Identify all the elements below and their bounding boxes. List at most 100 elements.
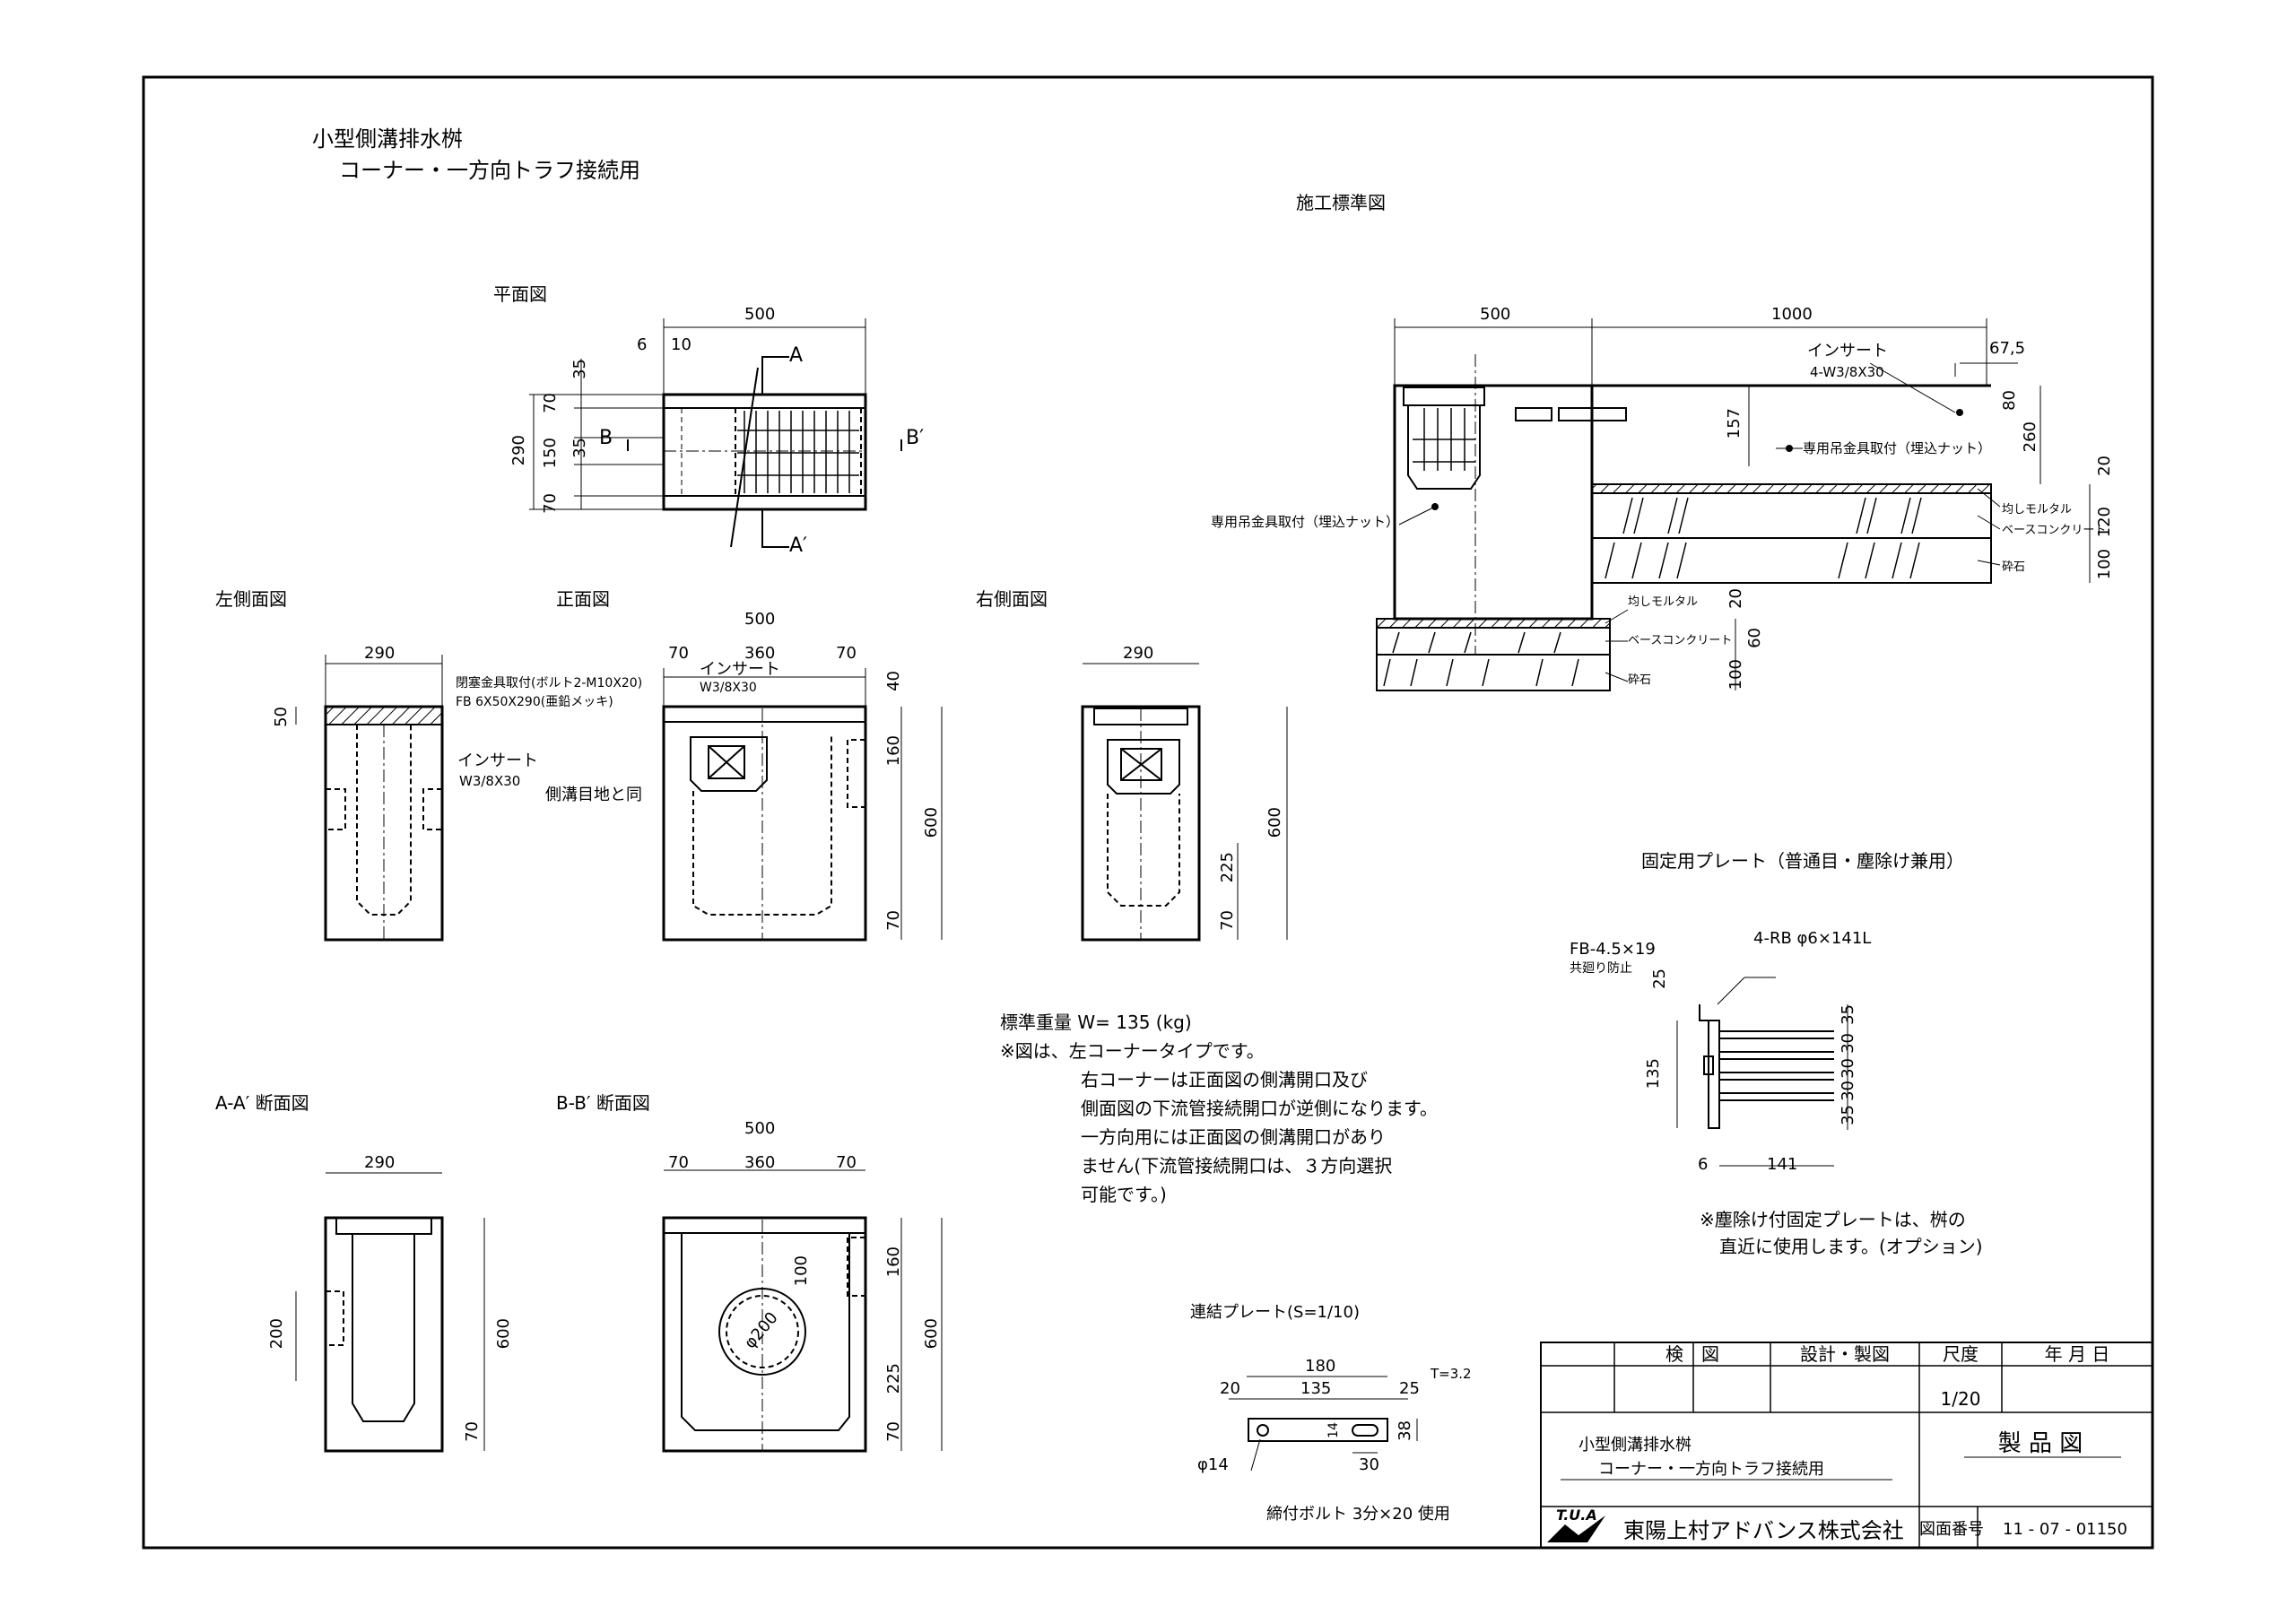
con-insert-spec: 4-W3/8X30 [1810, 364, 1884, 380]
note-insert-spec: W3/8X30 [459, 773, 521, 789]
cp-dim-135: 135 [1300, 1379, 1332, 1398]
bb-dim-70a: 70 [668, 1153, 689, 1172]
cp-dim-180: 180 [1305, 1357, 1336, 1376]
con-dim-157: 157 [1725, 408, 1744, 439]
left-side-view-drawing [295, 655, 444, 942]
fp-dim-135: 135 [1644, 1058, 1663, 1090]
construction-view-drawing [1376, 318, 2091, 691]
note-line3: 側面図の下流管接続開口が逆側になります。 [1081, 1098, 1438, 1119]
cp-thickness: T=3.2 [1431, 1366, 1472, 1382]
fp-dim-25: 25 [1650, 968, 1669, 989]
con-lift-nut-left: 専用吊金具取付（埋込ナット） [1211, 514, 1400, 530]
plan-dim-10: 10 [671, 335, 691, 354]
note-line5: ません(下流管接続開口は、３方向選択 [1081, 1155, 1393, 1177]
front-dim-360: 360 [744, 644, 776, 663]
tb-design: 設計・製図 [1800, 1343, 1890, 1365]
company-logo-mark [1547, 1515, 1605, 1542]
fp-note2: 直近に使用します。(オプション) [1719, 1236, 1983, 1257]
cut-label-b2: B′ [906, 427, 925, 449]
bb-dim-width: 500 [744, 1119, 776, 1138]
drawing-title-line2: コーナー・一方向トラフ接続用 [339, 158, 640, 183]
con-dim-67-5: 67,5 [1989, 339, 2026, 358]
aa-dim-70: 70 [463, 1421, 482, 1442]
front-dim-70a: 70 [668, 644, 689, 663]
tb-scale-label: 尺度 [1943, 1343, 1979, 1365]
note-line1: ※図は、左コーナータイプです。 [1000, 1040, 1265, 1062]
fp-note1: ※塵除け付固定プレートは、桝の [1700, 1209, 1966, 1230]
note-line4: 一方向用には正面図の側溝開口があり [1081, 1126, 1386, 1148]
con-mortar-a: 均しモルタル [2002, 503, 2073, 517]
bb-dim-70c: 70 [884, 1421, 903, 1442]
note-line6: 可能です。) [1081, 1184, 1167, 1205]
cp-dim-20: 20 [1220, 1379, 1240, 1398]
plan-dim-35b: 35 [570, 438, 589, 458]
cp-dim-25: 25 [1399, 1379, 1420, 1398]
plan-dim-depth: 290 [509, 435, 528, 466]
con-mortar-b: 均しモルタル [1628, 595, 1699, 609]
right-dim-height: 600 [1265, 807, 1284, 838]
connecting-plate-drawing [1229, 1376, 1418, 1472]
left-side-view-label: 左側面図 [215, 588, 287, 610]
fp-dim-35a: 35 [1839, 1004, 1857, 1025]
right-dim-width: 290 [1123, 644, 1154, 663]
tb-scale: 1/20 [1940, 1388, 1981, 1410]
tb-date-label: 年 月 日 [2044, 1343, 2110, 1365]
plan-dim-35a: 35 [570, 359, 589, 379]
con-dim-100a: 100 [2095, 549, 2114, 580]
front-dim-height: 600 [922, 807, 941, 838]
front-dim-70b: 70 [836, 644, 857, 663]
bb-dim-70b: 70 [836, 1153, 857, 1172]
bb-dim-100: 100 [792, 1255, 811, 1287]
front-insert-spec: W3/8X30 [700, 681, 757, 695]
aa-dim-width: 290 [364, 1153, 396, 1172]
fp-dim-30c: 30 [1839, 1081, 1857, 1101]
fixing-plate-label: 固定用プレート（普通目・塵除け兼用） [1641, 850, 1964, 872]
tb-name1: 小型側溝排水桝 [1578, 1436, 1692, 1455]
fp-dim-6: 6 [1698, 1155, 1709, 1174]
fp-dim-30a: 30 [1839, 1033, 1857, 1054]
tb-company: 東陽上村アドバンス株式会社 [1623, 1518, 1904, 1543]
left-dim-width: 290 [364, 644, 396, 663]
con-dim-500: 500 [1480, 305, 1511, 324]
right-dim-225: 225 [1218, 852, 1237, 883]
plan-dim-width: 500 [744, 305, 776, 324]
front-view-drawing [662, 668, 943, 942]
bb-dim-360: 360 [744, 1153, 776, 1172]
con-gravel-a: 砕石 [2002, 560, 2026, 574]
left-dim-50: 50 [272, 707, 291, 727]
cut-label-a: A [789, 344, 804, 367]
tb-product-drawing: 製 品 図 [1997, 1430, 2083, 1457]
drawing-title-line1: 小型側溝排水桝 [312, 126, 463, 152]
con-base-a: ベースコンクリート [2002, 524, 2107, 537]
note-insert: インサート [457, 751, 538, 770]
front-dim-160: 160 [884, 735, 903, 767]
section-bb-drawing [662, 1169, 943, 1453]
con-dim-80: 80 [2000, 390, 2019, 411]
con-base-b: ベースコンクリート [1628, 634, 1733, 647]
plan-view-label: 平面図 [493, 283, 547, 305]
aa-dim-height: 600 [494, 1318, 513, 1350]
front-dim-70c: 70 [884, 910, 903, 931]
right-side-view-drawing [1081, 663, 1288, 942]
plan-dim-70b: 70 [541, 493, 560, 514]
tb-drawing-no: 11 - 07 - 01150 [2003, 1520, 2127, 1539]
section-aa-label: A-A′ 断面図 [215, 1092, 309, 1114]
connecting-plate-label: 連結プレート(S=1/10) [1190, 1303, 1360, 1322]
note-line2: 右コーナーは正面図の側溝開口及び [1081, 1069, 1368, 1090]
con-dim-60: 60 [1745, 628, 1764, 648]
plan-dim-150: 150 [541, 438, 560, 469]
aa-dim-200: 200 [267, 1318, 286, 1350]
tb-check: 検 図 [1665, 1343, 1719, 1365]
fp-dim-141: 141 [1767, 1155, 1798, 1174]
front-insert: インサート [700, 660, 780, 679]
cp-dim-14: 14 [1326, 1422, 1341, 1438]
fp-fb: FB-4.5×19 [1570, 940, 1656, 959]
construction-view-label: 施工標準図 [1296, 192, 1386, 213]
con-dim-100b: 100 [1726, 659, 1745, 690]
bb-dim-225: 225 [884, 1363, 903, 1394]
note-closure: 閉塞金具取付(ボルト2-M10X20) [456, 676, 643, 690]
con-dim-260: 260 [2021, 421, 2039, 453]
sheet-border [142, 75, 2154, 1550]
tb-name2: コーナー・一方向トラフ接続用 [1598, 1460, 1824, 1479]
tb-drawing-no-label: 図面番号 [1919, 1520, 1984, 1539]
